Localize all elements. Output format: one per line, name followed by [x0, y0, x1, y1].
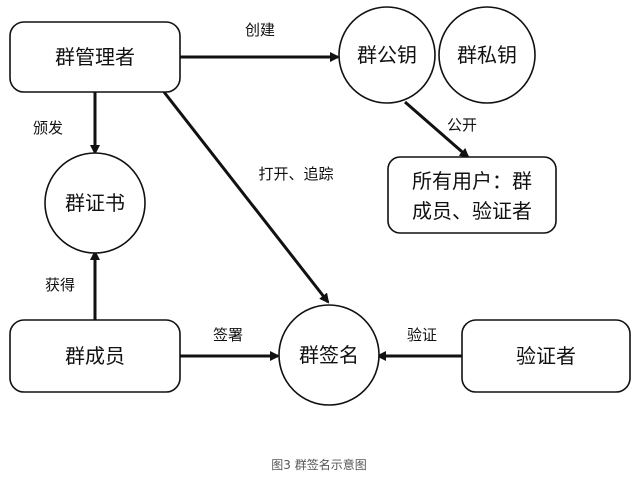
node-group-certificate-label: 群证书 — [65, 191, 125, 215]
edge-label-open-trace: 打开、追踪 — [258, 165, 333, 183]
figure-caption: 图3 群签名示意图 — [271, 457, 366, 472]
node-verifier: 验证者 — [461, 319, 631, 393]
edge-label-issue: 颁发 — [33, 119, 63, 137]
node-group-member-label: 群成员 — [65, 344, 125, 368]
node-group-signature: 群签名 — [278, 304, 380, 406]
node-group-manager-label: 群管理者 — [55, 45, 135, 69]
edge-publish — [404, 100, 470, 159]
edge-label-sign: 签署 — [213, 326, 243, 344]
edge-label-verify: 验证 — [407, 326, 437, 344]
node-all-users: 所有用户：群 成员、验证者 — [387, 156, 557, 234]
node-verifier-label: 验证者 — [516, 344, 576, 368]
node-group-certificate: 群证书 — [44, 152, 146, 254]
node-all-users-line2: 成员、验证者 — [412, 199, 532, 223]
node-group-signature-label: 群签名 — [299, 343, 359, 367]
edge-label-create: 创建 — [245, 21, 275, 39]
edge-open-trace — [162, 91, 330, 304]
node-group-private-key: 群私钥 — [438, 6, 536, 104]
node-group-manager: 群管理者 — [9, 21, 181, 93]
edge-label-publish: 公开 — [447, 116, 477, 134]
node-group-public-key-label: 群公钥 — [357, 43, 417, 67]
node-group-public-key: 群公钥 — [338, 6, 436, 104]
edge-label-obtain: 获得 — [45, 276, 75, 294]
node-all-users-line1: 所有用户：群 — [412, 169, 532, 193]
node-group-private-key-label: 群私钥 — [457, 43, 517, 67]
node-group-member: 群成员 — [9, 319, 181, 393]
